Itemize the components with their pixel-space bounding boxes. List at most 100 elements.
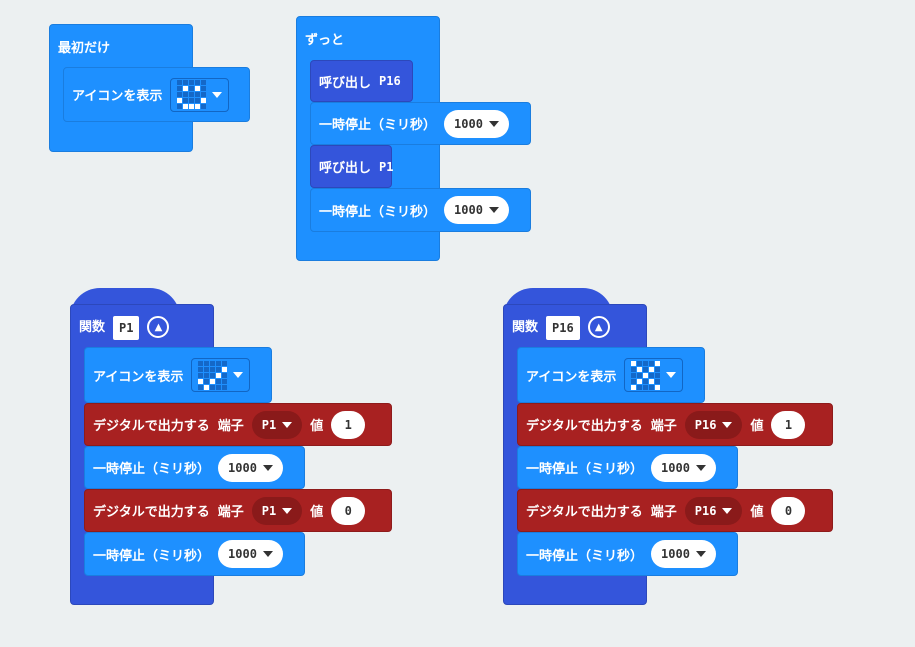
on-start-label: 最初だけ [58, 41, 111, 56]
led-pixel [189, 98, 195, 103]
value-input[interactable]: 1 [331, 410, 366, 439]
pause-value-dropdown[interactable]: 1000 [218, 540, 283, 568]
value-label: 値 [750, 505, 764, 520]
pin-dropdown[interactable]: P1 [251, 496, 303, 525]
pin-value: P16 [694, 503, 717, 518]
call-label: 呼び出し [319, 75, 372, 91]
pause-value: 1000 [454, 116, 483, 131]
pin-value: P1 [261, 503, 277, 518]
call-p16-block[interactable]: 呼び出し P16 [310, 60, 413, 102]
pause-value-dropdown[interactable]: 1000 [651, 453, 716, 482]
digital-write-label: デジタルで出力する [526, 419, 643, 434]
pin-dropdown[interactable]: P1 [251, 410, 303, 439]
led-icon-picker[interactable] [191, 358, 251, 392]
led-pixel [637, 378, 643, 384]
led-pixel [201, 104, 207, 109]
led-pixel [204, 360, 210, 366]
led-pixel [210, 366, 216, 372]
led-pattern-icon [631, 360, 661, 390]
pause-value-dropdown[interactable]: 1000 [444, 196, 509, 224]
pin-dropdown[interactable]: P16 [684, 496, 743, 525]
value-input[interactable]: 0 [771, 496, 806, 525]
dropdown-caret-icon [722, 421, 733, 428]
led-pixel [631, 372, 637, 378]
function-name-field[interactable]: P16 [546, 316, 580, 340]
led-pixel [195, 104, 201, 109]
led-pixel [649, 360, 655, 366]
led-pixel [643, 378, 649, 384]
led-pixel [198, 366, 204, 372]
led-pixel [195, 86, 201, 91]
pin-label: 端子 [217, 505, 244, 520]
led-pixel [655, 384, 661, 390]
function-name-field[interactable]: P1 [113, 316, 140, 340]
call-label: 呼び出し [319, 161, 372, 176]
value-input[interactable]: 1 [771, 410, 806, 439]
pause-value-dropdown[interactable]: 1000 [444, 109, 509, 138]
led-icon-picker[interactable] [624, 358, 684, 392]
dropdown-caret-icon [233, 372, 244, 378]
pin-value: P16 [694, 417, 717, 432]
show-icon-label: アイコンを表示 [72, 89, 163, 104]
value-label: 値 [750, 419, 764, 434]
pin-dropdown[interactable]: P16 [684, 410, 743, 439]
call-arg: P16 [379, 74, 401, 88]
led-pixel [637, 366, 643, 372]
led-pixel [204, 366, 210, 372]
led-icon-picker[interactable] [170, 77, 230, 112]
led-pattern-icon [198, 360, 228, 390]
led-pixel [637, 384, 643, 390]
led-pixel [183, 104, 189, 109]
pause-label: 一時停止（ミリ秒） [93, 462, 211, 477]
pause-value: 1000 [661, 460, 690, 475]
pause-block[interactable]: 一時停止（ミリ秒）1000 [310, 188, 531, 232]
dropdown-caret-icon [695, 551, 706, 557]
dropdown-caret-icon [722, 507, 733, 514]
pause-value-dropdown[interactable]: 1000 [651, 540, 716, 568]
pause-block[interactable]: 一時停止（ミリ秒）1000 [310, 102, 531, 145]
show-icon-label: アイコンを表示 [93, 369, 184, 385]
led-pixel [198, 384, 204, 390]
value-input[interactable]: 0 [331, 496, 366, 525]
dropdown-caret-icon [695, 464, 706, 471]
digital-write-label: デジタルで出力する [93, 419, 210, 434]
led-pixel [649, 384, 655, 390]
show-icon-label: アイコンを表示 [526, 369, 617, 385]
digital-write-label: デジタルで出力する [526, 505, 643, 520]
function-label: 関数 [79, 320, 106, 335]
pause-value-dropdown[interactable]: 1000 [218, 453, 283, 482]
led-pixel [643, 366, 649, 372]
show-icon-block[interactable]: アイコンを表示 [84, 347, 272, 403]
led-pixel [649, 372, 655, 378]
collapse-chevron-up-icon[interactable]: ▲ [587, 316, 610, 338]
led-pixel [643, 384, 649, 390]
pause-block[interactable]: 一時停止（ミリ秒）1000 [517, 532, 738, 576]
led-pixel [222, 372, 228, 378]
led-pixel [631, 384, 637, 390]
function-label: 関数 [512, 320, 539, 335]
collapse-chevron-up-icon[interactable]: ▲ [147, 316, 170, 338]
led-pixel [655, 360, 661, 366]
led-pixel [177, 104, 183, 109]
pause-block[interactable]: 一時停止（ミリ秒） 1000 [84, 446, 305, 489]
led-pixel [649, 366, 655, 372]
led-pixel [210, 372, 216, 378]
led-pixel [637, 360, 643, 366]
pause-value: 1000 [661, 547, 690, 561]
pause-block[interactable]: 一時停止（ミリ秒）1000 [517, 446, 738, 489]
led-pixel [189, 86, 195, 91]
led-pixel [637, 372, 643, 378]
value-label: 値 [310, 505, 324, 520]
show-icon-block[interactable]: アイコンを表示 [63, 67, 250, 122]
show-icon-block[interactable]: アイコンを表示 [517, 347, 705, 403]
led-pixel [177, 86, 183, 91]
pin-label: 端子 [650, 505, 677, 520]
pause-block[interactable]: 一時停止（ミリ秒）1000 [84, 532, 305, 576]
led-pixel [177, 92, 183, 97]
led-pixel [183, 98, 189, 103]
